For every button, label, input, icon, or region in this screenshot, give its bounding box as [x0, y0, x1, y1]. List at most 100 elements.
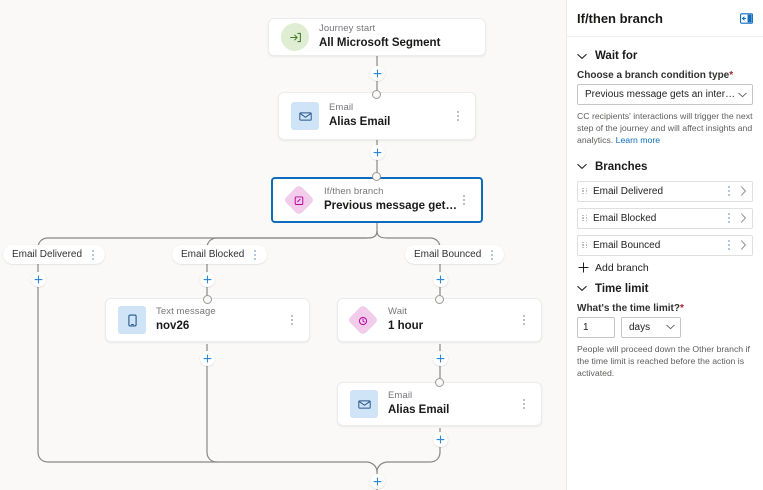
branch-row-more-options-button[interactable]: [722, 181, 736, 201]
node-kind-label: Email: [329, 102, 354, 113]
node-title-label: nov26: [156, 319, 190, 332]
add-branch-label: Add branch: [595, 261, 649, 274]
chevron-right-icon[interactable]: [740, 186, 747, 196]
connector-dot: [372, 172, 381, 181]
section-title: Time limit: [595, 282, 649, 295]
branch-row-email-blocked[interactable]: Email Blocked: [577, 207, 753, 229]
chevron-down-icon: [577, 163, 587, 170]
connector-dot: [435, 295, 444, 304]
add-step-button[interactable]: [200, 272, 215, 287]
helper-text: CC recipients' interactions will trigger…: [577, 111, 753, 146]
branch-label-email-bounced[interactable]: Email Bounced: [405, 245, 505, 264]
add-step-button[interactable]: [433, 351, 448, 366]
node-text-message-nov26[interactable]: Text message nov26: [105, 298, 310, 342]
node-more-options-button[interactable]: [451, 106, 465, 126]
drag-handle-icon[interactable]: [582, 213, 590, 224]
branch-more-options-button[interactable]: [248, 248, 262, 262]
journey-canvas[interactable]: Journey start All Microsoft Segment Emai…: [0, 0, 566, 490]
branch-row-label: Email Delivered: [593, 185, 664, 197]
time-limit-unit-select[interactable]: days: [621, 316, 681, 338]
drag-handle-icon[interactable]: [582, 240, 590, 251]
branch-row-label: Email Bounced: [593, 239, 661, 251]
branch-condition-type-label: Choose a branch condition type*: [577, 70, 753, 81]
node-title-label: Previous message gets an interaction: [324, 199, 457, 212]
node-journey-start[interactable]: Journey start All Microsoft Segment: [268, 18, 486, 56]
add-step-button[interactable]: [370, 66, 385, 81]
section-header-wait-for[interactable]: Wait for: [577, 50, 753, 62]
node-more-options-button[interactable]: [517, 394, 531, 414]
properties-panel: If/then branch Wait for Choose a branch …: [566, 0, 763, 490]
plus-icon: [578, 262, 589, 273]
branch-condition-helper-text: CC recipients' interactions will trigger…: [577, 110, 753, 147]
branch-row-email-bounced[interactable]: Email Bounced: [577, 234, 753, 256]
node-email-alias-email-1[interactable]: Email Alias Email: [278, 92, 476, 140]
if-then-branch-icon: [283, 184, 315, 216]
section-title: Branches: [595, 160, 648, 173]
branch-label-email-delivered[interactable]: Email Delivered: [3, 245, 106, 264]
node-kind-label: Text message: [156, 306, 216, 317]
node-title-label: 1 hour: [388, 319, 424, 332]
node-title-label: Alias Email: [329, 115, 391, 128]
branch-label-text: Email Bounced: [414, 249, 482, 260]
section-title: Wait for: [595, 50, 638, 62]
time-limit-label: What's the time limit?*: [577, 303, 753, 314]
section-header-branches[interactable]: Branches: [577, 161, 753, 173]
branch-label-text: Email Delivered: [12, 249, 83, 260]
time-limit-helper-text: People will proceed down the Other branc…: [577, 343, 750, 378]
node-kind-label: Email: [388, 390, 413, 401]
learn-more-link[interactable]: Learn more: [615, 135, 661, 146]
node-title-label: All Microsoft Segment: [319, 36, 441, 49]
node-more-options-button[interactable]: [457, 190, 471, 210]
node-email-alias-email-2[interactable]: Email Alias Email: [337, 382, 542, 426]
field-label-text: What's the time limit?: [577, 302, 680, 314]
chevron-down-icon: [666, 324, 675, 330]
node-wait-1-hour[interactable]: Wait 1 hour: [337, 298, 542, 342]
node-kind-label: If/then branch: [324, 186, 384, 197]
chevron-down-icon: [738, 92, 747, 98]
journey-start-icon: [281, 23, 309, 51]
panel-body: Wait for Choose a branch condition type*…: [567, 37, 763, 379]
time-limit-controls: days: [577, 316, 753, 338]
panel-header: If/then branch: [567, 0, 763, 37]
node-kind-label: Journey start: [319, 23, 376, 34]
node-kind-label: Wait: [388, 306, 408, 317]
node-more-options-button[interactable]: [285, 310, 299, 330]
time-limit-value-input[interactable]: [577, 316, 615, 338]
selected-value: days: [629, 321, 651, 333]
node-title-label: Alias Email: [388, 403, 450, 416]
connector-dot: [435, 378, 444, 387]
branch-condition-type-select[interactable]: Previous message gets an interaction: [577, 84, 753, 105]
branch-more-options-button[interactable]: [86, 248, 100, 262]
add-step-button[interactable]: [31, 272, 46, 287]
email-icon: [291, 102, 319, 130]
node-more-options-button[interactable]: [517, 310, 531, 330]
branch-row-label: Email Blocked: [593, 212, 657, 224]
required-marker: *: [729, 70, 734, 81]
branch-label-email-blocked[interactable]: Email Blocked: [172, 245, 268, 264]
connector-dot: [203, 295, 212, 304]
node-if-then-branch[interactable]: If/then branch Previous message gets an …: [271, 177, 483, 223]
add-step-button[interactable]: [200, 351, 215, 366]
required-marker: *: [679, 302, 684, 314]
add-step-button[interactable]: [433, 432, 448, 447]
wait-icon: [347, 304, 379, 336]
branch-more-options-button[interactable]: [485, 248, 499, 262]
field-label-text: Choose a branch condition type: [577, 70, 730, 81]
chevron-right-icon[interactable]: [740, 240, 747, 250]
add-step-button[interactable]: [433, 272, 448, 287]
branch-row-more-options-button[interactable]: [722, 235, 736, 255]
add-branch-button[interactable]: Add branch: [578, 262, 753, 274]
collapse-panel-icon[interactable]: [740, 12, 753, 24]
branch-row-email-delivered[interactable]: Email Delivered: [577, 180, 753, 202]
chevron-right-icon[interactable]: [740, 213, 747, 223]
chevron-down-icon: [577, 53, 587, 60]
section-header-time-limit[interactable]: Time limit: [577, 283, 753, 295]
branch-label-text: Email Blocked: [181, 249, 245, 260]
chevron-down-icon: [577, 285, 587, 292]
add-step-button[interactable]: [370, 474, 385, 489]
drag-handle-icon[interactable]: [582, 186, 590, 197]
add-step-button[interactable]: [370, 145, 385, 160]
connector-dot: [372, 90, 381, 99]
branch-row-more-options-button[interactable]: [722, 208, 736, 228]
panel-title: If/then branch: [577, 10, 663, 26]
